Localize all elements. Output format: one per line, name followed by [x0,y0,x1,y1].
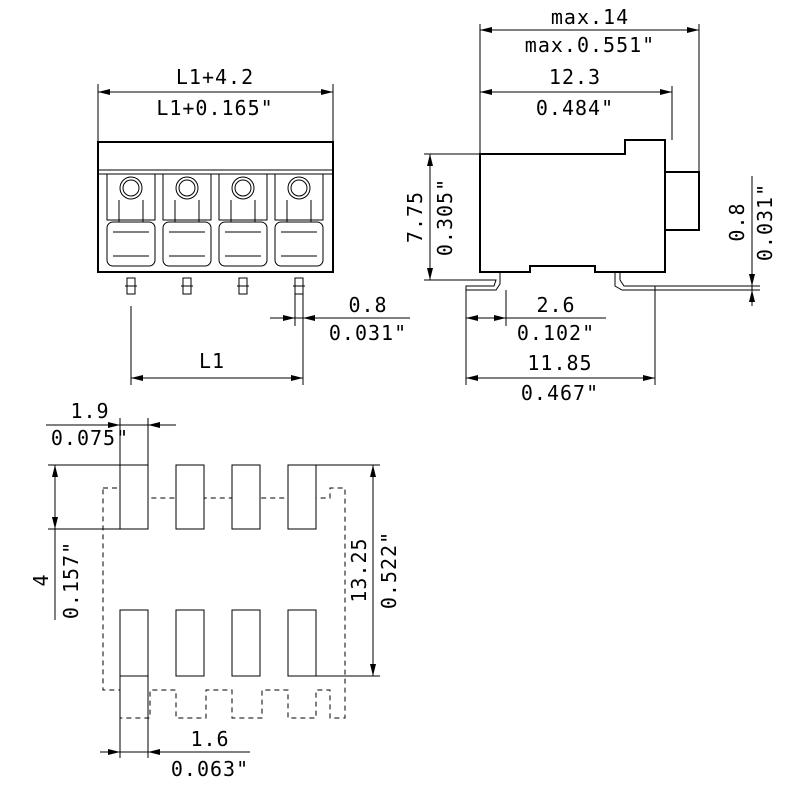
footprint-view: 1.9 0.075" 4 0.157" 13.25 0.522" 1.6 0.0… [29,399,401,781]
front-width-in: L1+0.165" [156,96,273,120]
front-width-mm: L1+4.2 [176,65,254,89]
footprint-pad-top [231,464,261,530]
footprint-gap-in: 0.063" [171,757,249,781]
side-max-mm: max.14 [551,5,629,29]
side-depth-mm: 12.3 [549,65,601,89]
side-lead-mm: 0.8 [725,202,749,241]
footprint-pad-bottom [175,609,205,677]
footprint-pad-bottom [119,609,149,677]
front-terminal [106,173,156,295]
side-body [479,139,666,273]
front-view: L1+4.2 L1+0.165" 0.8 0.031" L1 [97,65,410,385]
footprint-span-in: 0.522" [377,531,401,609]
footprint-pad-w-mm: 1.9 [70,399,109,423]
l1-label: L1 [199,349,225,373]
front-terminal [218,173,268,295]
side-entry [664,171,700,231]
footprint-pad-h-in: 0.157" [59,541,83,619]
side-pad-mm: 2.6 [536,293,575,317]
side-pad-in: 0.102" [517,321,595,345]
footprint-pad-w-in: 0.075" [51,426,129,450]
side-depth-in: 0.484" [536,96,614,120]
footprint-pad-bottom [287,609,317,677]
footprint-pad-top [119,464,149,530]
footprint-gap-mm: 1.6 [190,727,229,751]
side-foot-mm: 11.85 [527,351,592,375]
side-height-mm: 7.75 [403,191,427,243]
footprint-outline [102,487,346,719]
side-height-in: 0.305" [433,178,457,256]
front-terminal [162,173,212,295]
pin-width-mm: 0.8 [348,293,387,317]
footprint-span-mm: 13.25 [347,537,371,602]
front-terminal [274,173,324,295]
side-foot-in: 0.467" [521,381,599,405]
side-max-in: max.0.551" [525,33,655,57]
footprint-pad-h-mm: 4 [29,573,53,586]
footprint-pad-top [287,464,317,530]
pin-width-in: 0.031" [329,321,407,345]
side-lead-left [465,271,501,291]
footprint-pad-top [175,464,205,530]
side-view: max.14 max.0.551" 12.3 0.484" 7.75 0.305… [403,5,777,405]
side-lead-right [614,272,656,291]
footprint-pad-bottom [231,609,261,677]
side-lead-in: 0.031" [753,183,777,261]
front-body [97,141,334,273]
